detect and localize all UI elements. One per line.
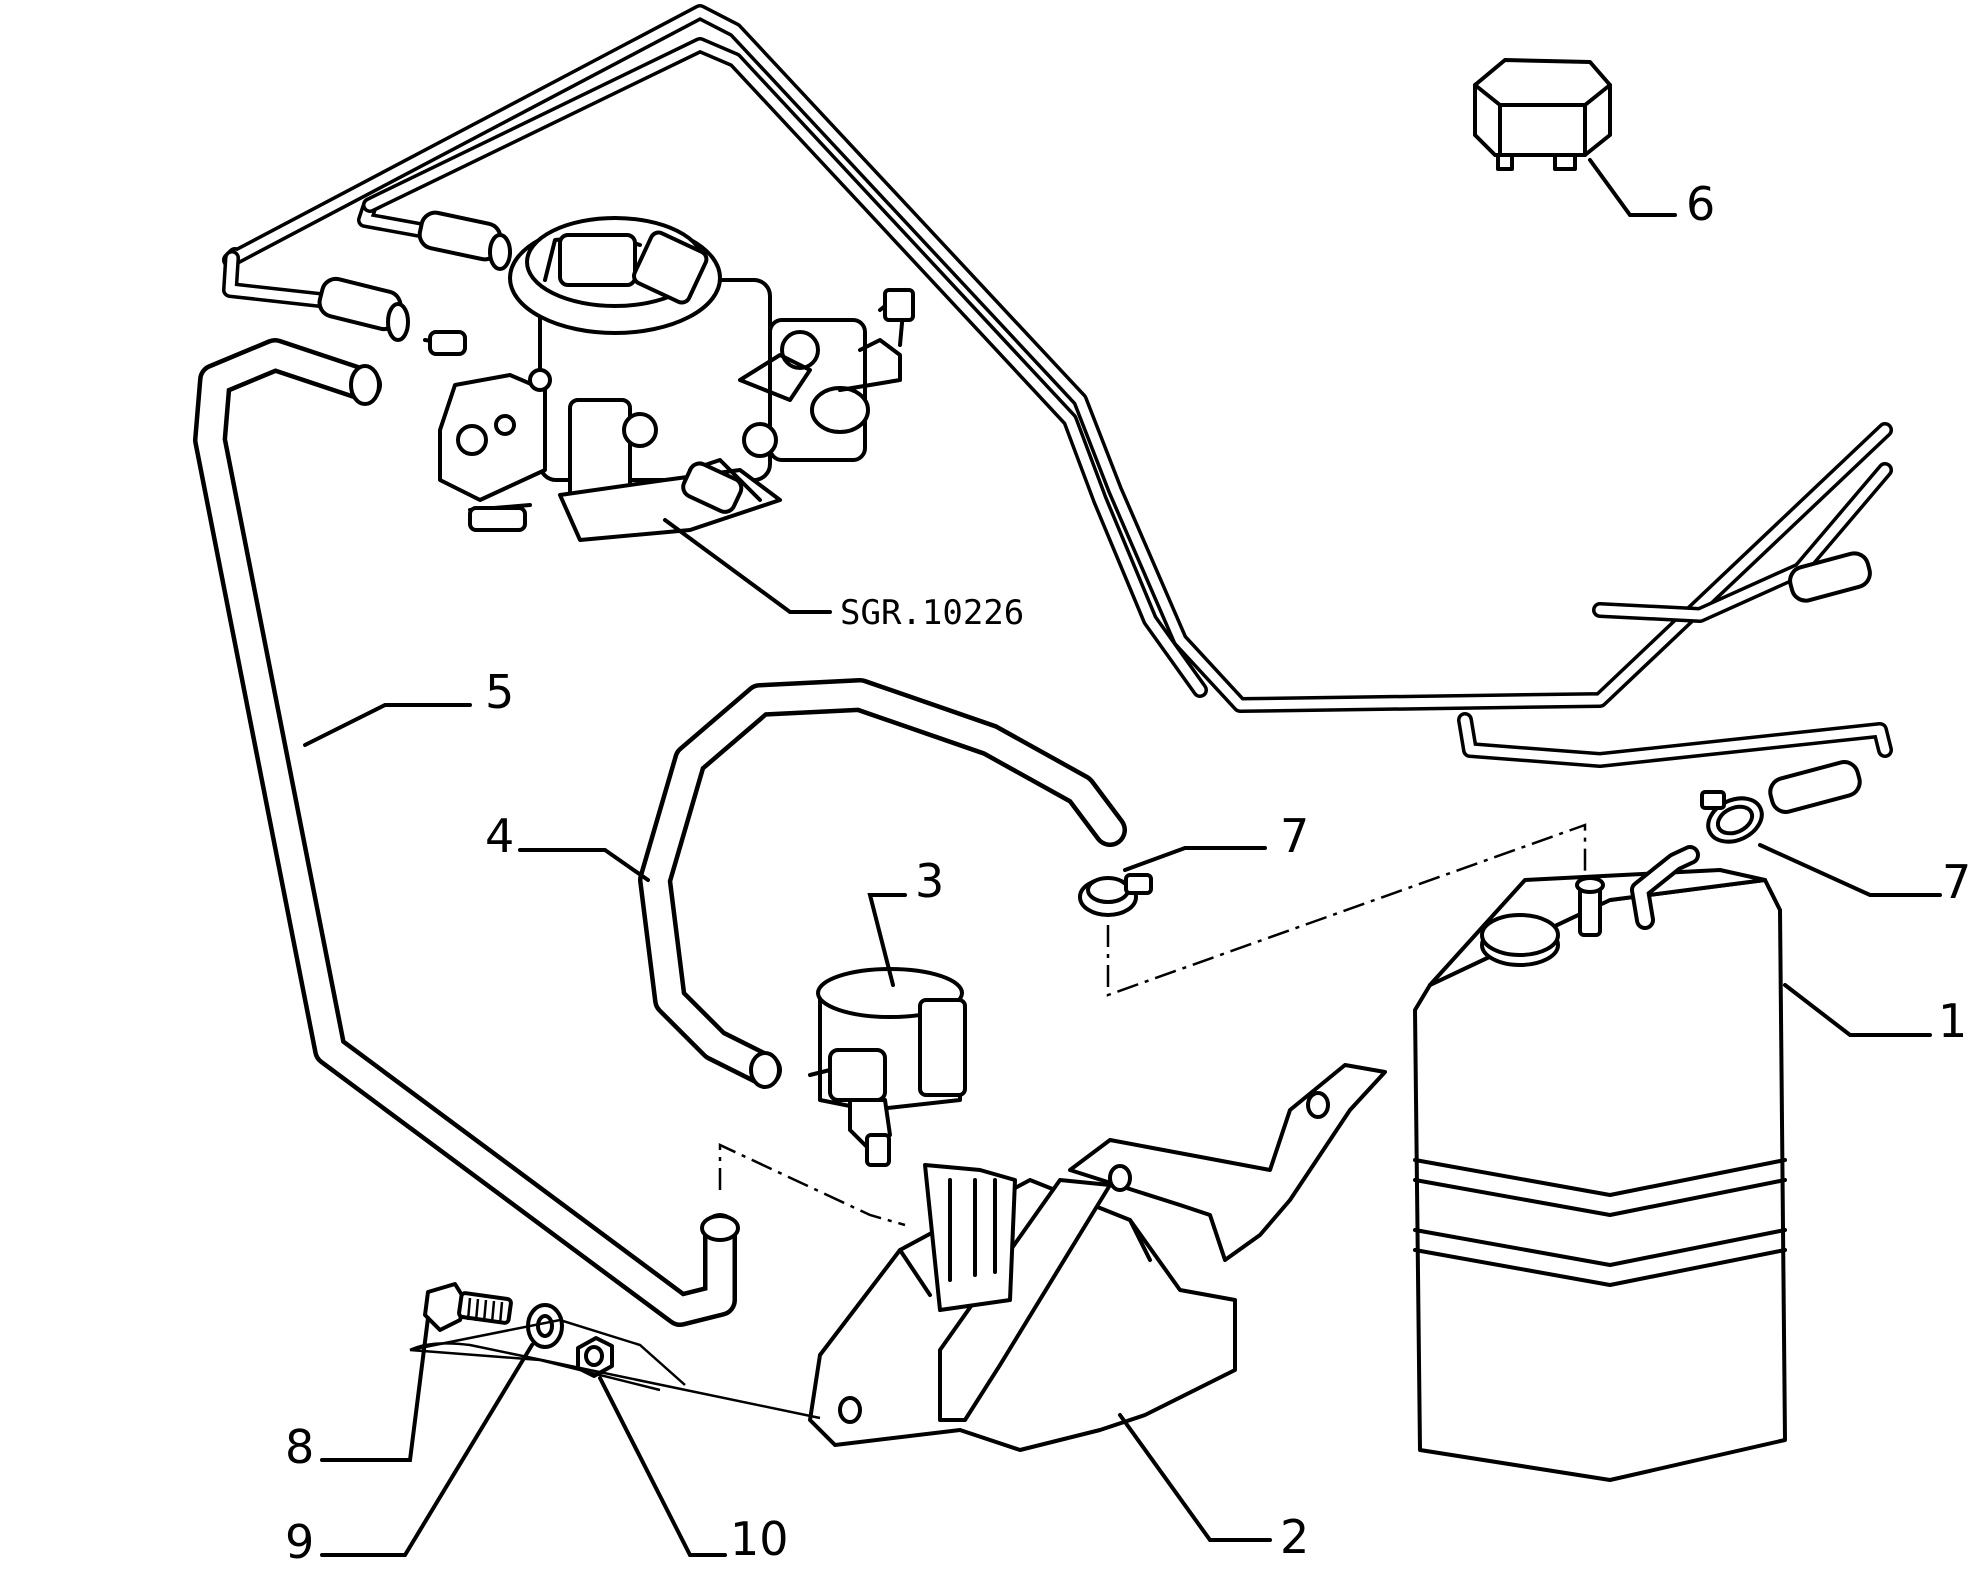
leader-5 [303,703,472,747]
callout-4: 4 [485,809,514,863]
hose-part-5 [193,338,740,1327]
relay-part-6 [1473,58,1612,171]
callout-2: 2 [1280,1510,1309,1564]
leader-2 [1118,1413,1272,1542]
canister-part-1 [1413,845,1787,1482]
callout-labels: SGR.10226 6 5 4 3 7 7 1 2 8 9 10 [285,177,1969,1569]
bracket-part-2 [808,1063,1387,1452]
leader-1 [1783,983,1932,1037]
leader-lines [303,158,1942,1557]
callout-7b: 7 [1942,855,1969,909]
carburettor-assembly [423,216,915,542]
reference-code: SGR.10226 [840,593,1024,633]
callout-7a: 7 [1280,809,1309,863]
leader-7b [1758,843,1942,897]
fastener-axis-line-upper [409,1342,821,1420]
leader-8 [320,1316,430,1462]
callout-10: 10 [730,1512,789,1566]
fuel-pipe-lines [222,4,1893,814]
callout-6: 6 [1686,177,1715,231]
nut-part-10 [576,1336,614,1378]
leader-3 [867,893,907,987]
leader-10 [598,1376,727,1557]
leader-7a [1123,846,1267,872]
leader-4 [518,848,650,882]
leader-6 [1588,158,1677,217]
callout-1: 1 [1938,994,1967,1048]
clamp-part-7a [1078,873,1153,917]
callout-5: 5 [485,665,514,719]
bolt-part-8 [423,1282,513,1332]
leader-ref [663,518,832,614]
solenoid-valve-part-3 [808,967,967,1167]
clamp-part-7b [1700,790,1764,844]
callout-3: 3 [915,854,944,908]
callout-9: 9 [285,1515,314,1569]
callout-8: 8 [285,1420,314,1474]
leader-9 [320,1343,534,1557]
assembly-dash-lines [718,823,1587,1227]
hose-part-4 [638,678,1127,1089]
